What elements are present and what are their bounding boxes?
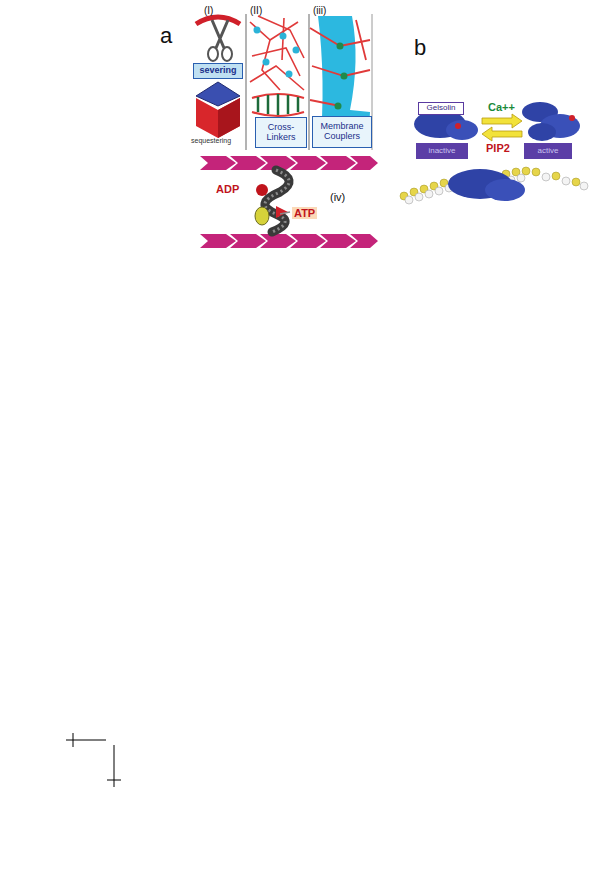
box-text: active bbox=[538, 147, 559, 156]
crop-mark bbox=[66, 733, 121, 787]
scissors bbox=[208, 20, 232, 61]
label-box: severing bbox=[193, 63, 243, 79]
divider bbox=[308, 14, 310, 150]
light-chain bbox=[255, 207, 269, 225]
label-box: Membrane Couplers bbox=[312, 116, 372, 148]
label: (iii) bbox=[313, 5, 326, 16]
label-box: active bbox=[524, 143, 572, 159]
label-box: inactive bbox=[416, 143, 468, 159]
sequestering-protein-shade bbox=[218, 98, 240, 138]
arrow-forward bbox=[482, 114, 522, 128]
myosin bbox=[265, 170, 289, 232]
label: ATP bbox=[292, 207, 317, 219]
label: a bbox=[160, 24, 172, 48]
label: Ca++ bbox=[488, 101, 515, 113]
label: (II) bbox=[250, 5, 262, 16]
myosin-texture bbox=[265, 170, 289, 232]
box-text: severing bbox=[199, 66, 236, 76]
actin-network bbox=[250, 16, 304, 90]
label: b bbox=[414, 36, 426, 60]
actin-arc bbox=[196, 17, 240, 24]
label: (I) bbox=[204, 5, 213, 16]
gelsolin-active bbox=[522, 102, 580, 141]
box-text: Membrane Couplers bbox=[315, 122, 369, 142]
coupler-dots bbox=[335, 43, 348, 110]
crosslink-dots bbox=[254, 27, 300, 78]
actin-filaments bbox=[310, 20, 370, 106]
label: sequestering bbox=[191, 137, 231, 145]
actin-filament-bottom bbox=[200, 234, 378, 248]
arrow-back bbox=[482, 127, 522, 141]
label: ADP bbox=[216, 183, 239, 195]
label: (iv) bbox=[330, 191, 345, 203]
atp-mark bbox=[280, 212, 290, 214]
adp-dot bbox=[256, 184, 268, 196]
label-box: Gelsolin bbox=[418, 102, 464, 115]
label: PIP2 bbox=[486, 142, 510, 154]
filament-with-gelsolin bbox=[400, 167, 588, 204]
label-box: Cross-Linkers bbox=[255, 117, 307, 148]
box-text: inactive bbox=[428, 147, 455, 156]
box-text: Cross-Linkers bbox=[258, 123, 304, 143]
divider bbox=[245, 14, 247, 150]
actin-filament-top bbox=[200, 156, 378, 170]
box-text: Gelsolin bbox=[427, 104, 456, 113]
bundle-ladder bbox=[252, 94, 304, 116]
sequestering-protein bbox=[196, 98, 240, 138]
